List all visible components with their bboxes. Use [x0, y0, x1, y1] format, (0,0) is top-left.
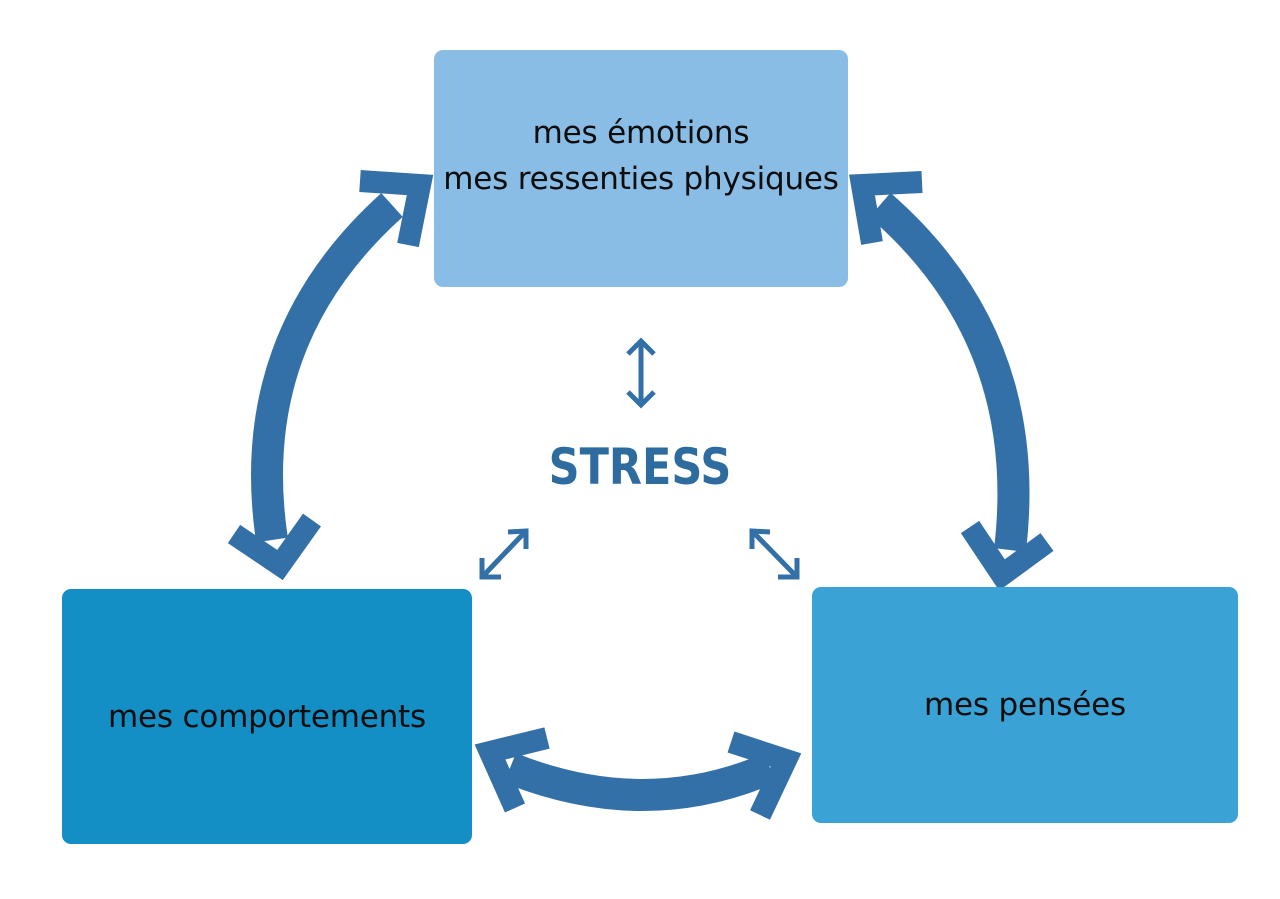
arrow-emotions-comportements	[227, 170, 434, 581]
box-pensees: mes pensées	[812, 587, 1238, 823]
arc-left	[251, 193, 403, 543]
arrowhead-bottom-left	[474, 727, 550, 813]
arrowhead-right-top	[849, 171, 923, 245]
box-emotions-line1: mes émotions	[532, 114, 750, 151]
arrowhead-right-bottom	[960, 520, 1054, 591]
box-emotions-line2: mes ressenties physiques	[443, 160, 839, 197]
small-arrow-stress-comportements	[479, 528, 529, 580]
box-comportements: mes comportements	[62, 589, 472, 844]
arrowhead-left-top	[359, 170, 434, 248]
arc-right	[869, 192, 1030, 552]
arrowhead-left-bottom	[227, 513, 321, 581]
box-comportements-label: mes comportements	[108, 698, 426, 735]
arrowhead-bottom-right	[727, 731, 802, 820]
box-pensees-label: mes pensées	[924, 687, 1126, 723]
arrow-emotions-pensees	[849, 171, 1054, 591]
center-label-stress: STRESS	[548, 438, 732, 496]
arrow-comportements-pensees	[474, 727, 802, 820]
small-arrow-stress-emotions	[626, 337, 656, 409]
small-arrow-stress-pensees	[749, 528, 800, 580]
box-emotions: mes émotions mes ressenties physiques	[434, 50, 848, 287]
arc-bottom	[504, 753, 777, 811]
